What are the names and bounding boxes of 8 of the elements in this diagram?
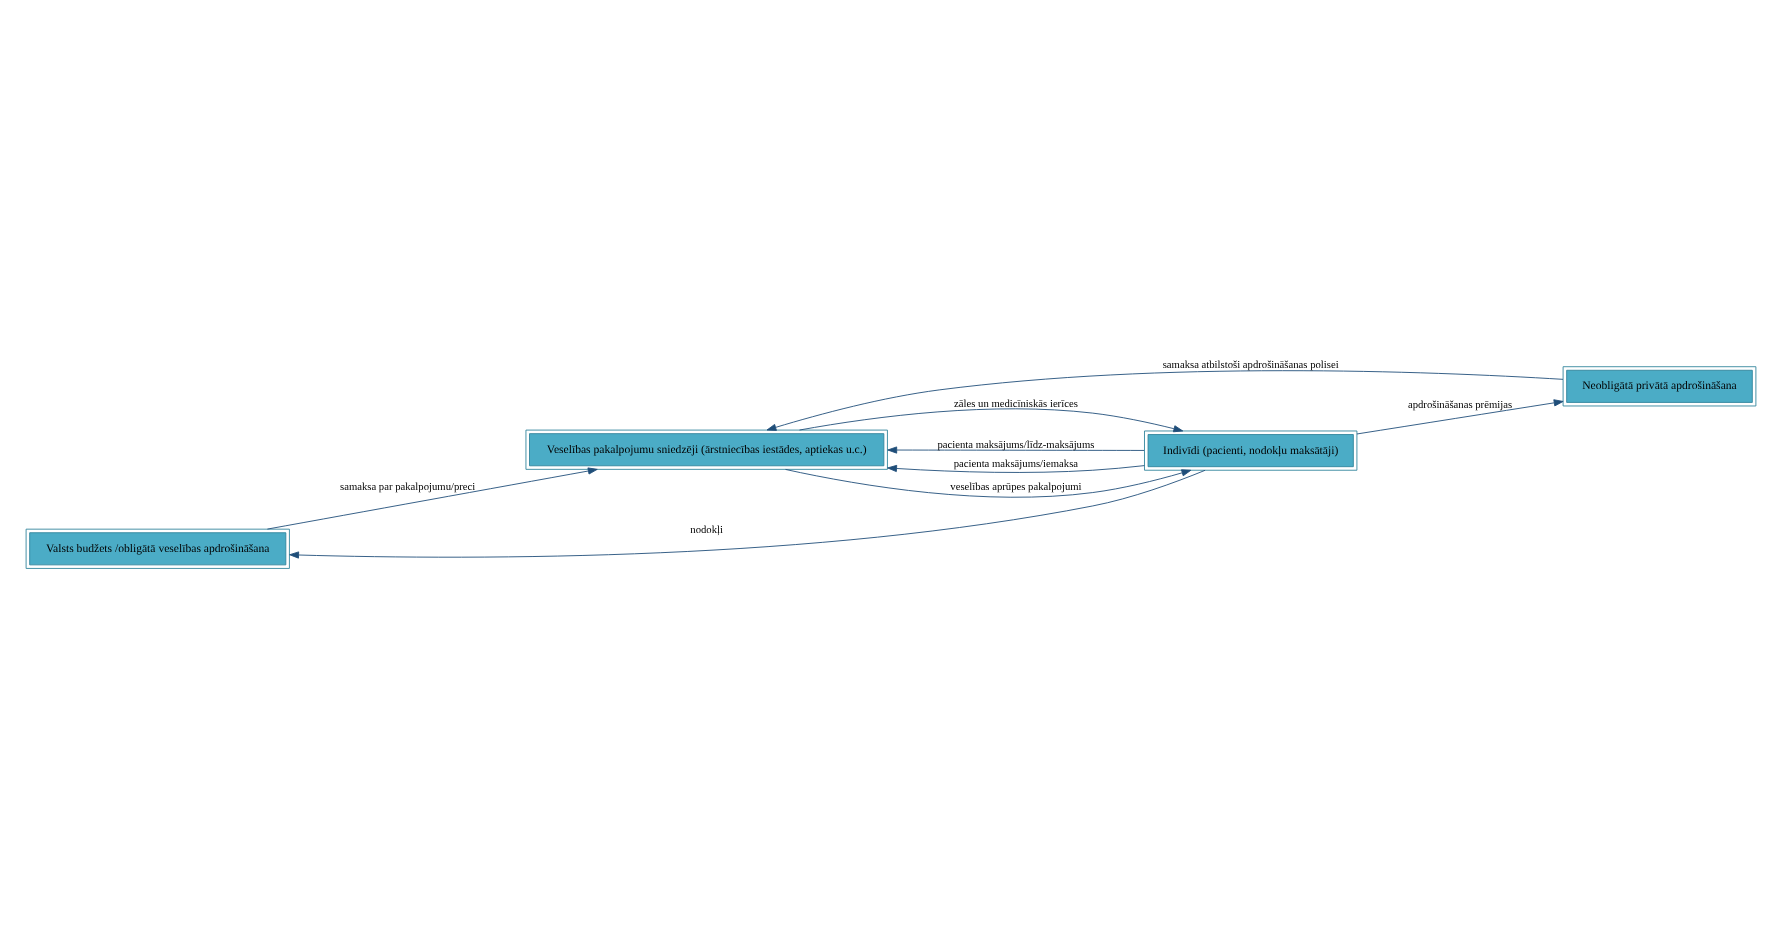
arrow bbox=[289, 469, 1206, 559]
arrow bbox=[799, 408, 1184, 433]
arrow bbox=[785, 469, 1192, 498]
arrow bbox=[766, 370, 1564, 431]
arrow bbox=[887, 446, 1145, 454]
arrow bbox=[887, 464, 1145, 473]
arrow bbox=[1356, 399, 1564, 435]
arrow bbox=[266, 467, 598, 530]
